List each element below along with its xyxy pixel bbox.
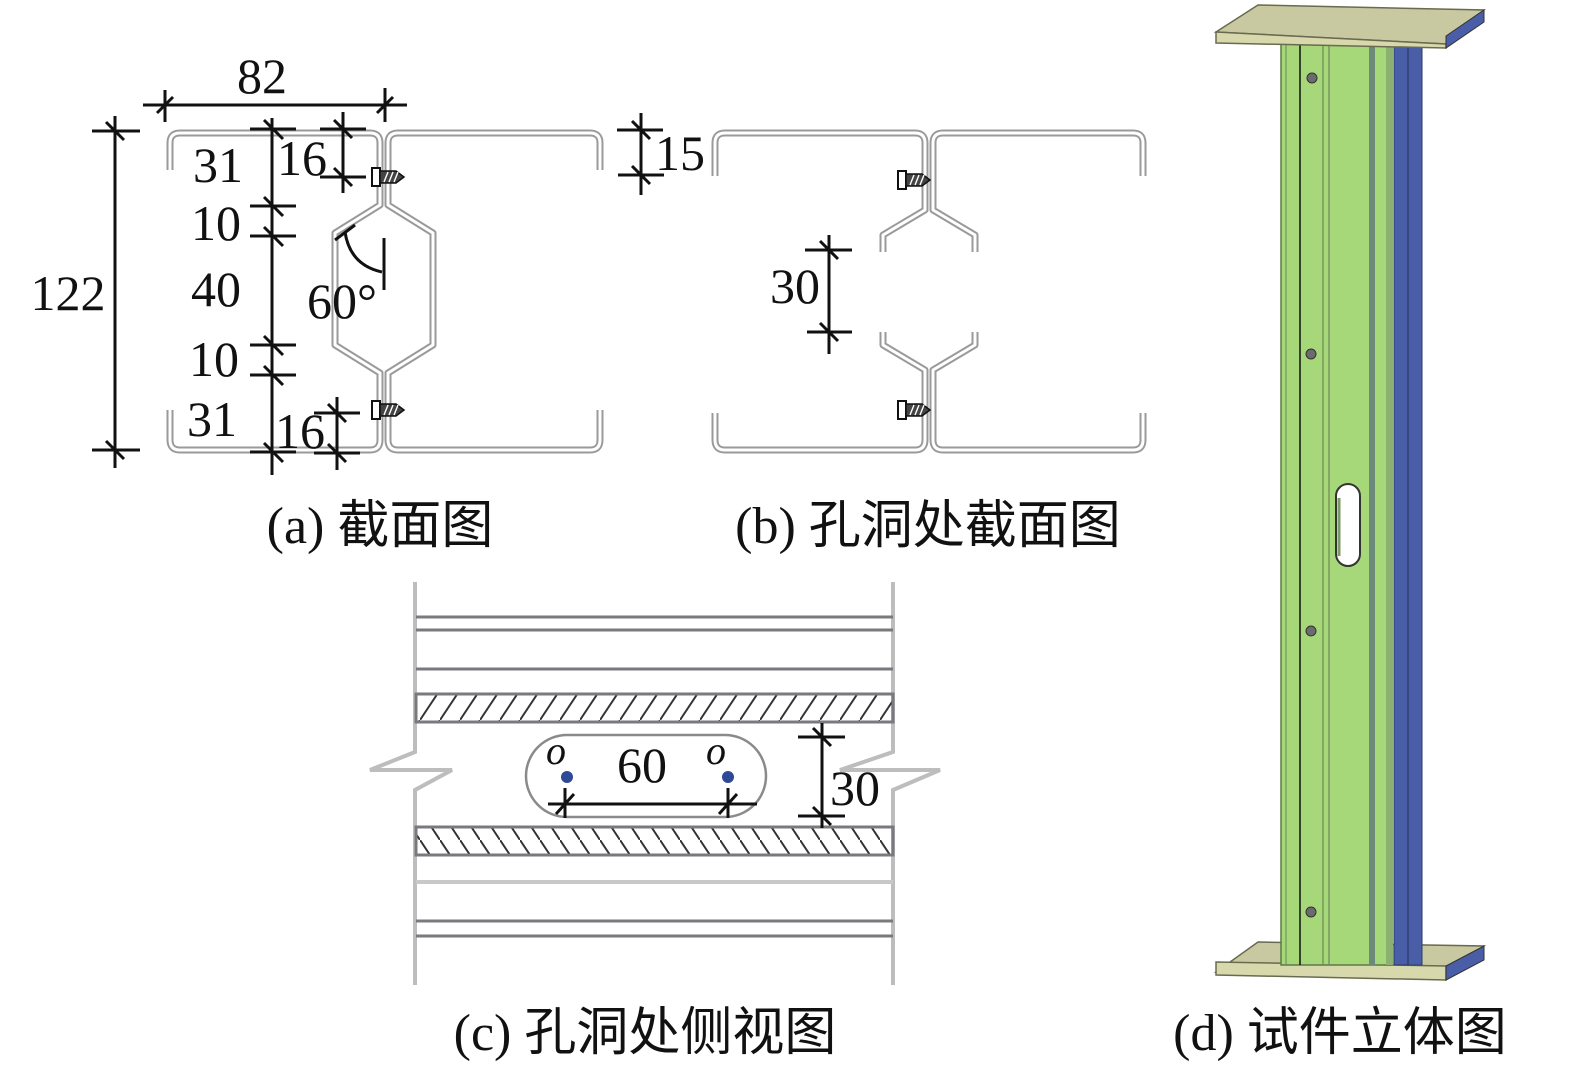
- dim-label-60: 60: [617, 737, 667, 793]
- angle-label: 60°: [307, 273, 377, 329]
- end-plate-top: [1213, 4, 1486, 49]
- caption-c: (c) 孔洞处侧视图: [454, 1005, 837, 1062]
- bolt-icon: [1306, 72, 1318, 84]
- dim-label-height: 122: [31, 265, 106, 321]
- web-slot-hole: [1335, 483, 1361, 567]
- dim-label-31-top: 31: [193, 137, 243, 193]
- dimension-width: 82: [143, 48, 407, 122]
- bolt-icon: [1305, 348, 1317, 360]
- dimension-lip-top: 16: [277, 112, 366, 193]
- panel-b-hole-section: 15 30 (b) 孔洞处截面图: [617, 113, 1147, 555]
- right-break-line: [839, 582, 941, 985]
- bolt-icon: [1305, 906, 1317, 918]
- center-label-right: o: [706, 728, 726, 773]
- dimension-chain: 31 10 40 10 31: [187, 118, 296, 475]
- dim-label-15: 15: [655, 125, 705, 181]
- center-label-left: o: [546, 728, 566, 773]
- dim-label-16-top: 16: [277, 130, 327, 186]
- screw-icon: [371, 167, 405, 187]
- bolt-icon: [1305, 625, 1317, 637]
- hatched-stiffener-top: [414, 692, 895, 724]
- caption-a: (a) 截面图: [267, 498, 494, 555]
- left-channel-profile: [166, 129, 384, 454]
- hatched-stiffener-bottom: [414, 825, 895, 857]
- left-channel-profile-at-hole: [711, 129, 929, 454]
- panel-a-cross-section: 82 122 31 10 40: [31, 48, 604, 555]
- dimension-lip-15: 15: [617, 113, 705, 195]
- panel-c-hole-side-view: o o 60 30 (c) 孔洞处侧视图: [369, 582, 941, 1062]
- dim-label-30-side: 30: [830, 760, 880, 816]
- dimension-hole-height: 30: [770, 235, 852, 354]
- left-break-line: [369, 582, 453, 985]
- dim-label-width: 82: [237, 48, 287, 104]
- screw-icon: [371, 400, 405, 420]
- dimension-height: 122: [31, 116, 140, 468]
- caption-b: (b) 孔洞处截面图: [735, 498, 1121, 555]
- column-body: [1280, 43, 1423, 966]
- right-channel-profile-at-hole: [929, 129, 1147, 454]
- dim-label-30: 30: [770, 258, 820, 314]
- dim-label-31-bottom: 31: [187, 391, 237, 447]
- dim-label-16-bottom: 16: [275, 403, 325, 459]
- dim-label-10-bottom: 10: [189, 331, 239, 387]
- dimension-lip-bottom: 16: [275, 397, 360, 470]
- caption-d: (d) 试件立体图: [1173, 1005, 1507, 1062]
- angle-marker: 60°: [307, 223, 386, 329]
- dim-label-10-top: 10: [191, 195, 241, 251]
- slotted-hole: [524, 733, 768, 819]
- dimension-slot-height: 30: [798, 723, 880, 828]
- hole-center-left: [561, 771, 573, 783]
- dimension-center-spacing: 60: [548, 737, 757, 818]
- dim-label-40: 40: [191, 261, 241, 317]
- hole-center-right: [722, 771, 734, 783]
- panel-d-3d-specimen: (d) 试件立体图: [1173, 4, 1507, 1062]
- right-channel-profile: [384, 129, 604, 454]
